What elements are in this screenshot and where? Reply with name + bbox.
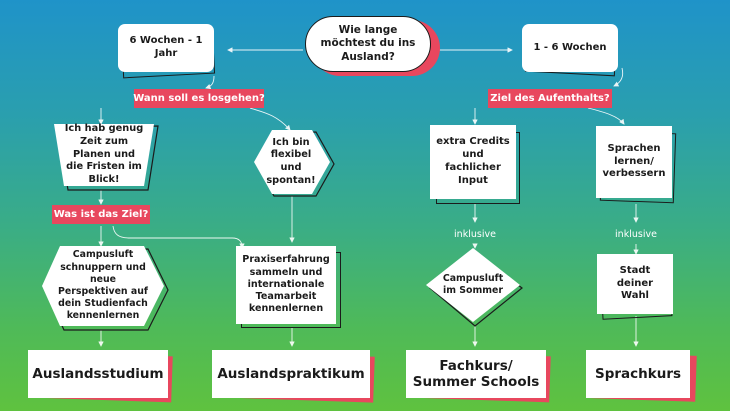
- result-summer-node: Fachkurs/ Summer Schools: [406, 350, 546, 398]
- option-short-node: 1 - 6 Wochen: [522, 24, 618, 72]
- arrow-when-to-flexible: [249, 107, 291, 131]
- practice-node: Praxiserfahrung sammeln und internationa…: [236, 246, 336, 324]
- city-text: Stadt deiner Wahl: [616, 264, 654, 302]
- campus-summer-text: Campusluft im Sommer: [442, 272, 504, 296]
- practice-text: Praxiserfahrung sammeln und internationa…: [242, 254, 330, 315]
- tag-when: Wann soll es losgehen?: [133, 89, 265, 108]
- plan-ahead-node: Ich hab genug Zeit zum Planen und die Fr…: [54, 123, 162, 192]
- result-internship-node: Auslandspraktikum: [212, 350, 370, 398]
- option-long-text: 6 Wochen - 1 Jahr: [129, 35, 203, 59]
- languages-text: Sprachen lernen/ verbessern: [602, 142, 666, 180]
- result-language-node: Sprachkurs: [586, 350, 690, 398]
- result-language-text: Sprachkurs: [594, 365, 682, 382]
- option-long-node: 6 Wochen - 1 Jahr: [118, 24, 214, 72]
- plan-ahead-text: Ich hab genug Zeit zum Planen und die Fr…: [64, 123, 144, 186]
- arrow-long-to-tag: [205, 75, 215, 90]
- arrow-short-to-tag: [613, 67, 624, 87]
- credits-node: extra Credits und fachlicher Input: [430, 125, 516, 199]
- result-internship-text: Auslandspraktikum: [217, 365, 365, 382]
- campus-try-node: Campusluft schnuppern und neue Perspekti…: [42, 246, 170, 332]
- campus-try-shape: [42, 246, 169, 331]
- question-node: Wie lange möchtest du ins Ausland?: [305, 16, 431, 72]
- campus-summer-shape: [426, 248, 523, 327]
- languages-node: Sprachen lernen/ verbessern: [596, 126, 672, 198]
- option-short-text: 1 - 6 Wochen: [533, 41, 607, 53]
- inclusive-label-2: inklusive: [615, 229, 657, 240]
- plan-ahead-shape: [54, 124, 159, 191]
- tag-goal-stay: Ziel des Aufenthalts?: [488, 89, 612, 108]
- campus-try-text: Campusluft schnuppern und neue Perspekti…: [58, 249, 148, 322]
- result-study-node: Auslandsstudium: [28, 350, 168, 398]
- arrow-goal-to-languages: [587, 107, 625, 125]
- campus-summer-node: Campusluft im Sommer: [426, 248, 524, 328]
- inclusive-label-1: inklusive: [454, 229, 496, 240]
- result-summer-text: Fachkurs/ Summer Schools: [412, 357, 540, 390]
- result-study-text: Auslandsstudium: [32, 365, 164, 382]
- tag-goal: Was ist das Ziel?: [52, 205, 150, 224]
- question-text: Wie lange möchtest du ins Ausland?: [320, 23, 416, 63]
- flexible-text: Ich bin flexibel und spontan!: [266, 136, 316, 186]
- city-node: Stadt deiner Wahl: [597, 254, 673, 314]
- flexible-node: Ich bin flexibel und spontan!: [250, 130, 336, 198]
- credits-text: extra Credits und fachlicher Input: [436, 136, 510, 186]
- flexible-shape: [254, 130, 335, 197]
- arrow-goaltag-to-practice: [112, 225, 245, 249]
